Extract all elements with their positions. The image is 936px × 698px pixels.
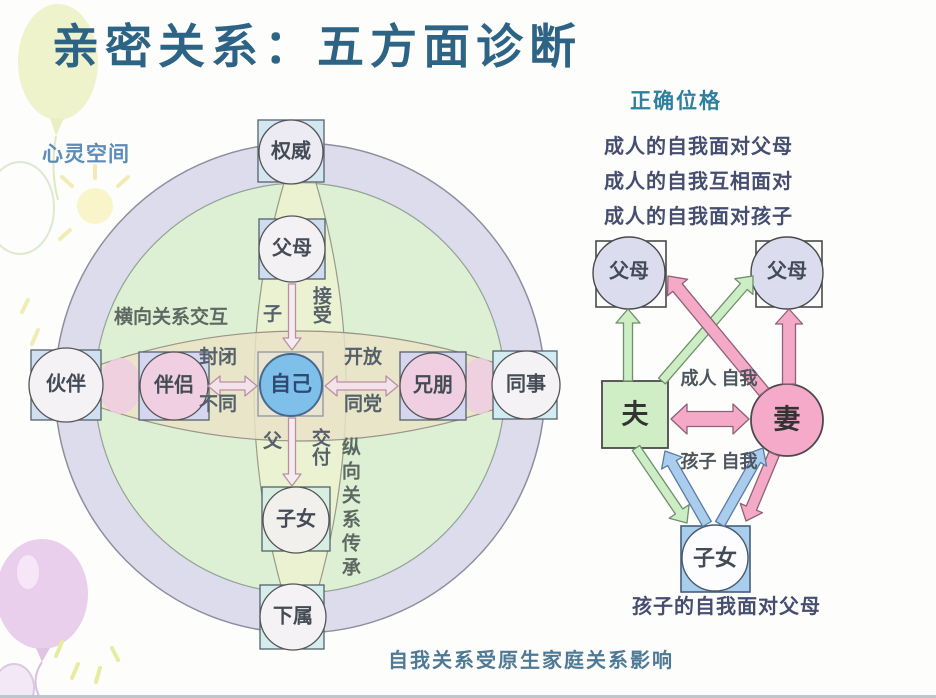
node-children-left	[261, 486, 331, 554]
arrow-children-wife	[714, 447, 768, 528]
children-left-node-label: 子女	[276, 508, 316, 531]
deco-sparks	[54, 640, 120, 684]
mother-parents-node-label: 父母	[767, 260, 807, 283]
deco-balloon-purple	[0, 539, 88, 649]
open-label: 开放	[344, 347, 383, 368]
deco-balloon-pink-small	[0, 663, 35, 698]
husband-node-label: 夫	[621, 399, 649, 430]
arrow-parents-self	[282, 283, 302, 351]
node-brothers-friends	[399, 351, 467, 421]
child-self-label: 孩子 自我	[680, 451, 758, 472]
closed-label: 封闭	[199, 347, 238, 368]
authority-node-label: 权威	[271, 140, 311, 163]
node-colleagues	[491, 350, 561, 420]
arrow-husband-wife	[670, 403, 750, 435]
correct-position-title: 正确位格	[630, 90, 722, 113]
receive-label: 接受	[309, 286, 331, 324]
wife-node-label: 妻	[773, 404, 801, 435]
children-right-node-label: 子女	[692, 545, 738, 571]
lens-pink-patch-left	[99, 358, 141, 414]
node-parents-left	[258, 215, 326, 283]
adult-facing-parents-line: 成人的自我面对父母	[604, 136, 793, 158]
horizontal-axis-label: 横向关系交互	[114, 307, 229, 328]
adult-self-label: 成人 自我	[680, 368, 758, 389]
self-node-label: 自己	[270, 372, 312, 396]
arrow-wife-father-parents	[666, 275, 770, 397]
vertical-axis-label: 纵向关系传承	[338, 437, 360, 581]
arrow-husband-father-parents	[615, 308, 641, 382]
child-facing-parents-caption: 孩子的自我面对父母	[632, 596, 821, 618]
lens-pink-patch-right	[460, 358, 500, 414]
child-role-label: 子	[263, 304, 283, 325]
slide-bottom-edge	[0, 695, 936, 698]
deco-balloon-string	[52, 135, 59, 201]
arrow-wife-mother-parents	[774, 308, 804, 385]
arrow-layer	[207, 275, 804, 528]
same-party-label: 同党	[344, 394, 383, 415]
node-partner	[28, 347, 104, 423]
deco-balloon-knot	[50, 118, 64, 136]
arrow-self-children	[282, 417, 302, 487]
deco-balloon-purple-string	[34, 661, 43, 698]
deco-balloon-yellow	[18, 4, 98, 120]
companion-node-label: 伴侣	[154, 374, 194, 397]
node-authority	[257, 119, 325, 185]
node-father-parents	[592, 236, 667, 310]
arrow-husband-children	[631, 444, 690, 524]
psyche-space-diagram	[28, 119, 561, 651]
subordinates-node-label: 下属	[273, 605, 313, 628]
father-role-label: 父	[263, 431, 283, 452]
node-subordinates	[259, 583, 327, 651]
adults-facing-each-other-line: 成人的自我互相面对	[604, 171, 793, 193]
footer-caption: 自我关系受原生家庭关系影响	[388, 650, 674, 672]
different-label: 不同	[199, 394, 238, 415]
node-children-right	[680, 524, 751, 593]
deliver-label: 交付	[308, 428, 330, 466]
node-mother-parents	[750, 236, 824, 310]
page-title: 亲密关系：五方面诊断	[52, 20, 582, 73]
node-companion	[138, 351, 210, 421]
adult-facing-children-line: 成人的自我面对孩子	[604, 206, 793, 228]
spiritual-space-label: 心灵空间	[42, 143, 130, 166]
brothers-friends-node-label: 兄朋	[413, 374, 453, 397]
deco-balloon-highlight	[17, 555, 39, 589]
deco-sun	[77, 188, 113, 224]
arrow-children-husband	[660, 450, 712, 528]
parents-left-node-label: 父母	[272, 237, 312, 260]
deco-balloon-outline	[0, 161, 55, 255]
node-self	[257, 351, 324, 417]
arrow-self-brothers	[324, 375, 399, 397]
partner-node-label: 伙伴	[46, 373, 86, 396]
correct-position-diagram	[592, 236, 824, 593]
colleagues-node-label: 同事	[506, 373, 546, 396]
arrow-wife-children	[739, 451, 780, 522]
father-parents-node-label: 父母	[609, 260, 649, 283]
node-husband	[601, 380, 669, 449]
deco-balloon-purple-knot	[36, 648, 50, 662]
arrow-companion-self	[207, 375, 258, 397]
